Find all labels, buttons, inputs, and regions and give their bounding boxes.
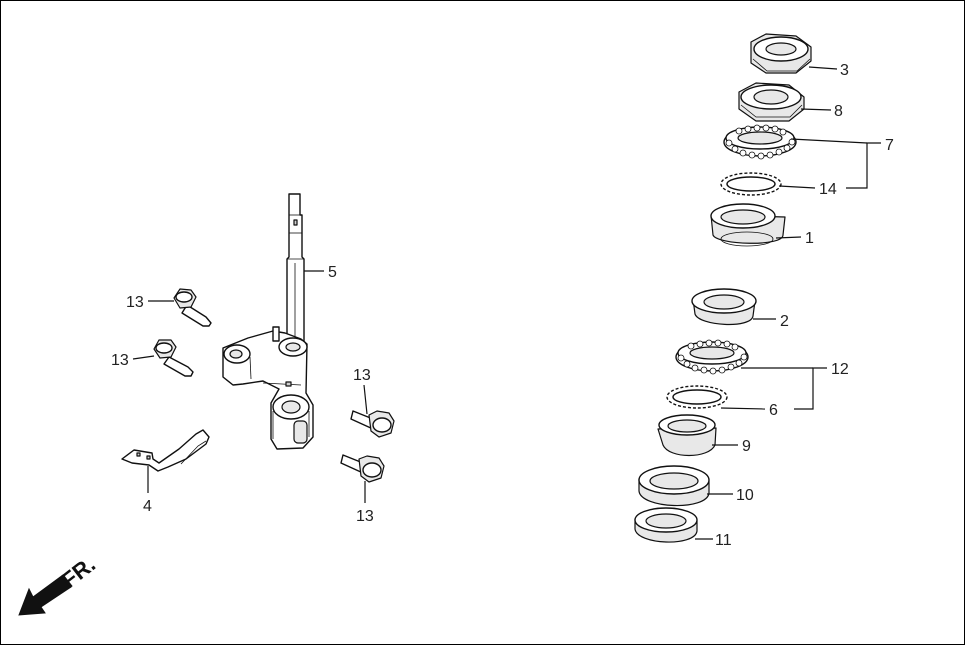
callout-7: 7 <box>885 137 894 154</box>
callout-13-upper-left: 13 <box>126 294 144 311</box>
leader-lines <box>132 66 881 540</box>
cone-race-part-1 <box>710 203 786 247</box>
bracket-part-4 <box>121 429 210 472</box>
callout-1: 1 <box>805 230 814 247</box>
lock-nut-part-3 <box>750 33 812 74</box>
callout-2: 2 <box>780 313 789 330</box>
callout-9: 9 <box>742 438 751 455</box>
callout-8: 8 <box>834 103 843 120</box>
toothed-washer-part-6 <box>666 385 728 409</box>
callout-10: 10 <box>736 487 754 504</box>
callout-14: 14 <box>819 181 837 198</box>
dust-seal-part-10 <box>638 465 710 507</box>
callout-13-lower-left: 13 <box>111 352 129 369</box>
bolt-part-13-right-upper <box>350 410 395 438</box>
callout-12: 12 <box>831 361 849 378</box>
bolt-part-13-right-lower <box>340 454 385 483</box>
cup-race-part-2 <box>691 288 757 326</box>
callout-4: 4 <box>143 498 152 515</box>
callout-13-right-upper: 13 <box>353 367 371 384</box>
callout-11: 11 <box>715 532 732 549</box>
callout-3: 3 <box>840 62 849 79</box>
cone-race-part-9 <box>657 414 717 456</box>
steering-stem-part-5 <box>222 193 314 450</box>
bolt-part-13-upper-left <box>173 288 212 327</box>
toothed-washer-part-14 <box>720 172 782 196</box>
arrow-down-left-icon <box>18 574 72 616</box>
callout-13-right-lower: 13 <box>356 508 374 525</box>
callout-5: 5 <box>328 264 337 281</box>
ball-race-part-12 <box>675 339 749 375</box>
ball-race-part-7 <box>723 124 797 160</box>
bolt-part-13-lower-left <box>153 339 194 377</box>
adjusting-nut-part-8 <box>738 82 805 122</box>
seal-part-11 <box>634 507 698 543</box>
callout-6: 6 <box>769 402 778 419</box>
